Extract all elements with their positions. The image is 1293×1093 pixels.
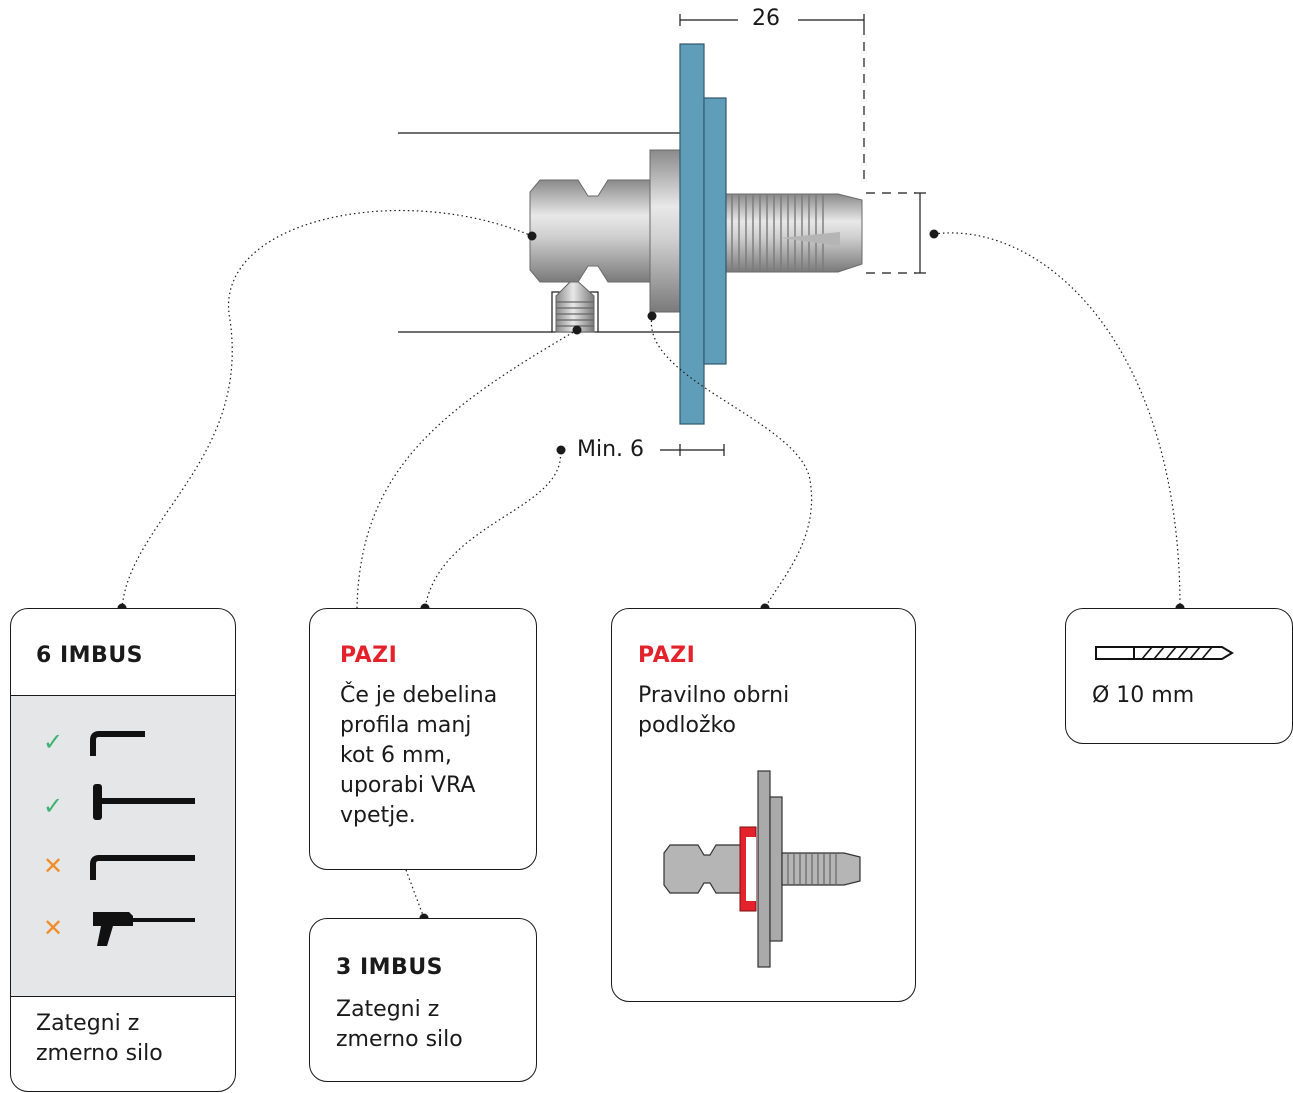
l-key-short-icon (90, 731, 145, 756)
tool-row: ✓ (43, 724, 203, 764)
cross-icon: ✕ (43, 852, 64, 880)
card-imbus6-footer-line2: zmerno silo (36, 1041, 163, 1066)
check-icon: ✓ (43, 792, 64, 820)
drill-bit-icon (1095, 646, 1234, 660)
dimension-diameter (866, 192, 926, 274)
card-imbus3-line1: Zategni z (336, 997, 440, 1022)
power-drill-icon (93, 912, 195, 946)
drill-diameter-label: Ø 10 mm (1092, 683, 1195, 708)
dimension-26 (679, 14, 865, 186)
warning-line: kot 6 mm, (340, 743, 452, 768)
check-icon: ✓ (43, 728, 64, 756)
warning-line: Če je debelina (340, 683, 498, 708)
leader-lines (121, 210, 1181, 919)
card-warning-washer-heading: PAZI (638, 643, 696, 668)
dimension-min6 (660, 444, 725, 456)
card-imbus6-heading: 6 IMBUS (36, 643, 144, 668)
tool-list: ✓ ✓ ✕ ✕ (11, 695, 235, 997)
tool-row: ✓ (43, 784, 203, 828)
l-key-long-icon (90, 855, 195, 880)
profile-outline (398, 132, 680, 333)
dimension-min6-label: Min. 6 (577, 437, 645, 462)
card-warning-profile: PAZI Če je debelina profila manj kot 6 m… (309, 608, 537, 870)
tool-row: ✕ (43, 910, 203, 950)
card-imbus3-line2: zmerno silo (336, 1027, 463, 1052)
set-screw (551, 277, 599, 333)
dimension-26-label: 26 (752, 6, 780, 31)
card-warning-washer: PAZI Pravilno obrni podložko (611, 608, 916, 1002)
panel-plates (679, 43, 727, 425)
card-warning-washer-line2: podložko (638, 713, 736, 738)
warning-line: vpetje. (340, 803, 416, 828)
warning-line: uporabi VRA (340, 773, 476, 798)
card-drill: Ø 10 mm (1065, 608, 1293, 744)
card-warning-washer-line1: Pravilno obrni (638, 683, 790, 708)
bolt-body (529, 149, 683, 313)
card-warning-profile-heading: PAZI (340, 643, 398, 668)
card-imbus3-heading: 3 IMBUS (336, 955, 444, 980)
washer-orientation-illustration (663, 770, 861, 968)
threaded-shank (723, 193, 863, 273)
t-handle-key-icon (93, 784, 195, 820)
tool-row: ✕ (43, 848, 203, 888)
warning-line: profila manj (340, 713, 472, 738)
card-imbus3: 3 IMBUS Zategni z zmerno silo (309, 918, 537, 1082)
card-imbus6-footer-line1: Zategni z (36, 1011, 140, 1036)
card-imbus6: 6 IMBUS ✓ ✓ ✕ ✕ Za (10, 608, 236, 1092)
cross-icon: ✕ (43, 914, 64, 942)
